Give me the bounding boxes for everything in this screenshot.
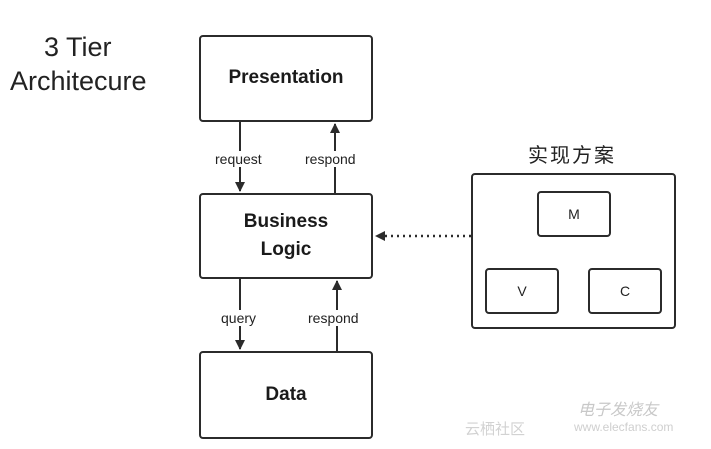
watermark-site: www.elecfans.com xyxy=(574,420,674,434)
watermark-community: 云栖社区 xyxy=(465,420,526,438)
diagram-title-line-1: 3 Tier xyxy=(44,32,112,62)
controller-label: C xyxy=(619,283,631,299)
model-box: M xyxy=(537,191,611,237)
presentation-tier-label: Presentation xyxy=(228,67,344,89)
request-edge-label: request xyxy=(213,151,264,167)
business-logic-tier-label: Business Logic xyxy=(243,210,329,261)
query-edge-label: query xyxy=(219,310,259,326)
business-logic-tier-box: Business Logic xyxy=(199,193,373,279)
implementation-container xyxy=(471,173,676,329)
implementation-title: 实现方案 xyxy=(528,143,616,167)
view-label: V xyxy=(517,283,527,299)
model-label: M xyxy=(568,206,580,222)
respond-bottom-edge-label: respond xyxy=(306,310,361,326)
diagram-title-line-2: Architecure xyxy=(10,66,147,96)
data-tier-label: Data xyxy=(265,383,307,405)
respond-top-edge-label: respond xyxy=(303,151,358,167)
presentation-tier-box: Presentation xyxy=(199,35,373,122)
view-box: V xyxy=(485,268,559,314)
controller-box: C xyxy=(588,268,662,314)
data-tier-box: Data xyxy=(199,351,373,439)
watermark-brand: 电子发烧友 xyxy=(578,400,659,419)
